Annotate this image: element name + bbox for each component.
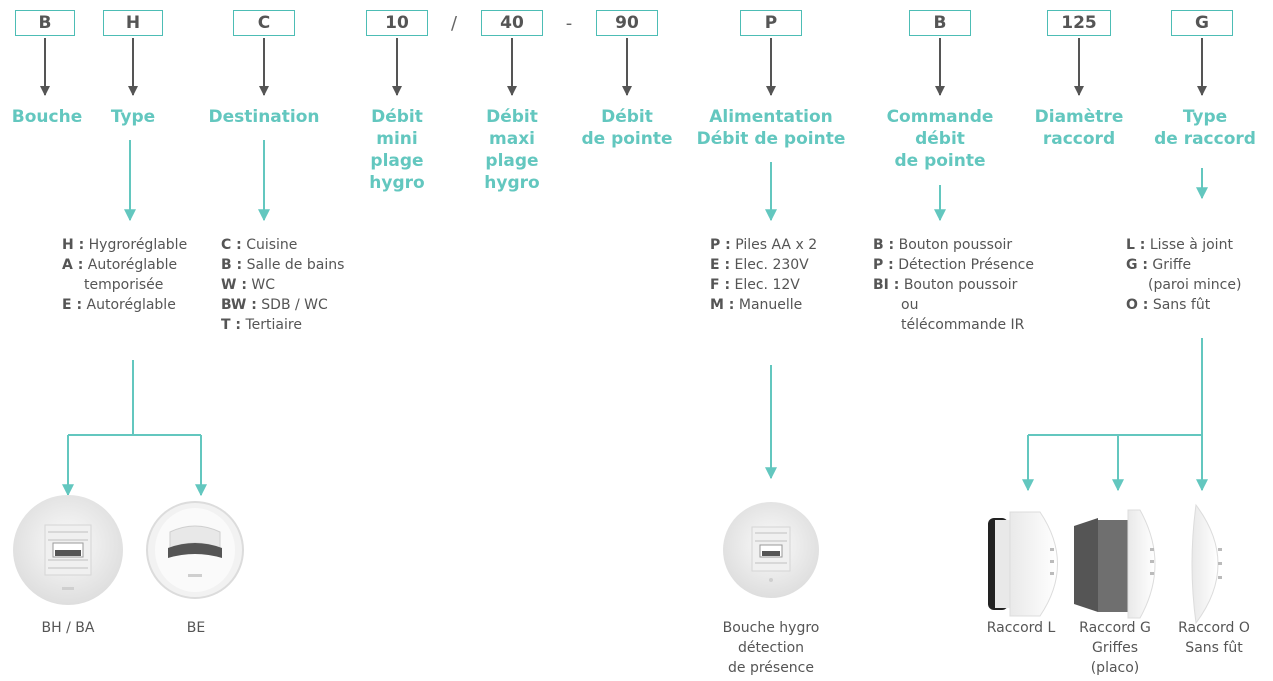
list-item: temporisée [84, 277, 164, 293]
options-alimentation: P : Piles AA x 2 E : Elec. 230V F : Elec… [710, 235, 817, 315]
list-item: E : Autoréglable [62, 297, 176, 313]
code-box-destination: C [233, 10, 295, 36]
raccord-l-image [988, 511, 1058, 617]
list-item: T : Tertiaire [221, 317, 302, 333]
code-box-commande: B [909, 10, 971, 36]
code-box-debit-mini: 10 [366, 10, 428, 36]
code-box-debit-pointe: 90 [596, 10, 658, 36]
list-item: B : Salle de bains [221, 257, 345, 273]
caption-raccord-l: Raccord L [986, 620, 1056, 636]
vent-bh-ba-image [13, 495, 123, 605]
options-destination: C : Cuisine B : Salle de bains W : WC BW… [221, 235, 344, 335]
caption-be: BE [186, 620, 206, 636]
list-item: (paroi mince) [1148, 277, 1242, 293]
list-item: E : Elec. 230V [710, 257, 809, 273]
label-type: Type [110, 107, 156, 127]
list-item: L : Lisse à joint [1126, 237, 1233, 253]
list-item: B : Bouton poussoir [873, 237, 1013, 253]
code-box-bouche: B [15, 10, 75, 36]
separator-dash: - [565, 12, 573, 34]
code-box-type: H [103, 10, 163, 36]
list-item: F : Elec. 12V [710, 277, 800, 293]
list-item: H : Hygroréglable [62, 237, 188, 253]
list-item: O : Sans fût [1126, 297, 1211, 313]
code-box-type-raccord: G [1171, 10, 1233, 36]
vent-be-image [146, 501, 244, 599]
label-destination: Destination [208, 107, 320, 127]
list-item: P : Piles AA x 2 [710, 237, 818, 253]
list-item: BW : SDB / WC [221, 297, 328, 313]
code-box-alimentation: P [740, 10, 802, 36]
raccord-g-image [1074, 509, 1156, 619]
list-item: A : Autoréglable [62, 257, 178, 273]
list-item: télécommande IR [901, 317, 1025, 333]
list-item: BI : Bouton poussoir [873, 277, 1018, 293]
list-item: M : Manuelle [710, 297, 803, 313]
code-box-debit-maxi: 40 [481, 10, 543, 36]
options-type-raccord: L : Lisse à joint G : Griffe (paroi minc… [1126, 235, 1241, 315]
options-commande: B : Bouton poussoir P : Détection Présen… [873, 235, 1034, 335]
code-box-diametre: 125 [1047, 10, 1111, 36]
raccord-o-image [1191, 503, 1222, 625]
vent-hygro-presence-image [723, 502, 819, 598]
label-bouche: Bouche [11, 107, 83, 127]
list-item: C : Cuisine [221, 237, 298, 253]
list-item: ou [901, 297, 919, 313]
list-item: W : WC [221, 277, 275, 293]
list-item: P : Détection Présence [873, 257, 1034, 273]
caption-bh-ba: BH / BA [41, 620, 95, 636]
separator-slash: / [450, 12, 458, 34]
options-type: H : Hygroréglable A : Autoréglable tempo… [62, 235, 187, 315]
list-item: G : Griffe [1126, 257, 1192, 273]
